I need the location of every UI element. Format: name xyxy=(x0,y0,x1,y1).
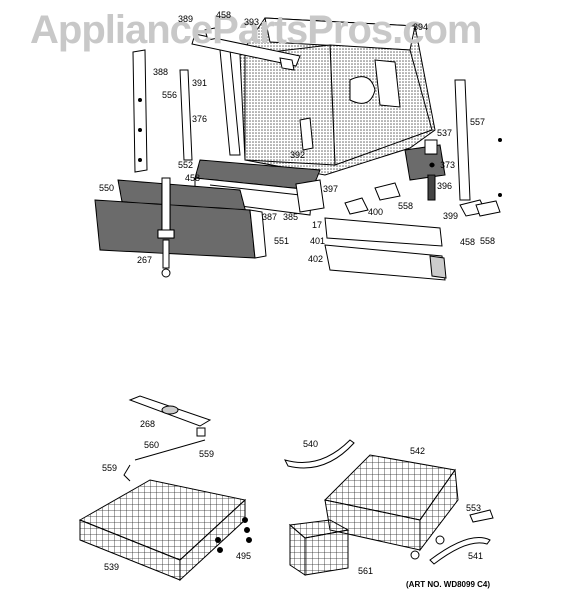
upper-rack xyxy=(78,479,252,582)
rack-rail-541 xyxy=(429,509,494,565)
brackets xyxy=(344,182,501,217)
watermark-logo: AppliancePartsPros.com xyxy=(30,8,482,52)
callout-542: 542 xyxy=(410,446,426,456)
callout-387: 387 xyxy=(262,212,278,222)
lower-rack xyxy=(323,454,459,560)
toe-kick xyxy=(324,217,447,281)
callout-553: 553 xyxy=(466,503,482,513)
callout-373: 373 xyxy=(440,160,456,170)
callout-495: 495 xyxy=(236,551,252,561)
callout-389: 389 xyxy=(178,14,194,24)
callout-558: 558 xyxy=(398,201,414,211)
callout-399: 399 xyxy=(443,211,459,221)
side-strip-556 xyxy=(179,69,193,161)
callout-537: 537 xyxy=(437,128,453,138)
art-number: (ART NO. WD8099 C4) xyxy=(406,580,491,589)
callout-376: 376 xyxy=(192,114,208,124)
callout-402: 402 xyxy=(308,254,324,264)
callout-458-b: 458 xyxy=(185,173,201,183)
side-trim-left xyxy=(132,49,148,173)
callout-388: 388 xyxy=(153,67,169,77)
callout-268: 268 xyxy=(140,419,156,429)
silverware-basket xyxy=(288,519,350,576)
top-rail xyxy=(191,27,301,71)
callout-539: 539 xyxy=(104,562,120,572)
front-vent-panel xyxy=(194,159,321,216)
callout-541: 541 xyxy=(468,551,484,561)
callout-391: 391 xyxy=(192,78,208,88)
callout-396: 396 xyxy=(437,181,453,191)
callout-385: 385 xyxy=(283,212,299,222)
callout-397: 397 xyxy=(323,184,339,194)
callout-551: 551 xyxy=(274,236,290,246)
callout-552: 552 xyxy=(178,160,194,170)
side-trim-right xyxy=(454,79,502,201)
callout-393: 393 xyxy=(244,17,260,27)
callout-458: 458 xyxy=(216,10,232,20)
upper-spray-arm xyxy=(123,395,212,482)
callout-559-b: 559 xyxy=(199,449,215,459)
callout-392: 392 xyxy=(290,150,306,160)
callout-561: 561 xyxy=(358,566,374,576)
access-panel xyxy=(295,179,325,213)
rack-rail-540 xyxy=(284,439,355,469)
callout-401: 401 xyxy=(310,236,326,246)
callout-558-b: 558 xyxy=(480,236,496,246)
callout-550: 550 xyxy=(99,183,115,193)
callout-267: 267 xyxy=(137,255,153,265)
callout-17: 17 xyxy=(312,220,323,230)
callout-394: 394 xyxy=(413,22,429,32)
callout-557: 557 xyxy=(470,117,486,127)
spray-tower xyxy=(157,177,175,278)
callout-556: 556 xyxy=(162,90,178,100)
callout-559: 559 xyxy=(102,463,118,473)
callout-560: 560 xyxy=(144,440,160,450)
callout-458-c: 458 xyxy=(460,237,476,247)
pump-assembly xyxy=(404,139,446,201)
callout-400: 400 xyxy=(368,207,384,217)
insulation-blanket xyxy=(94,179,267,259)
callout-540: 540 xyxy=(303,439,319,449)
